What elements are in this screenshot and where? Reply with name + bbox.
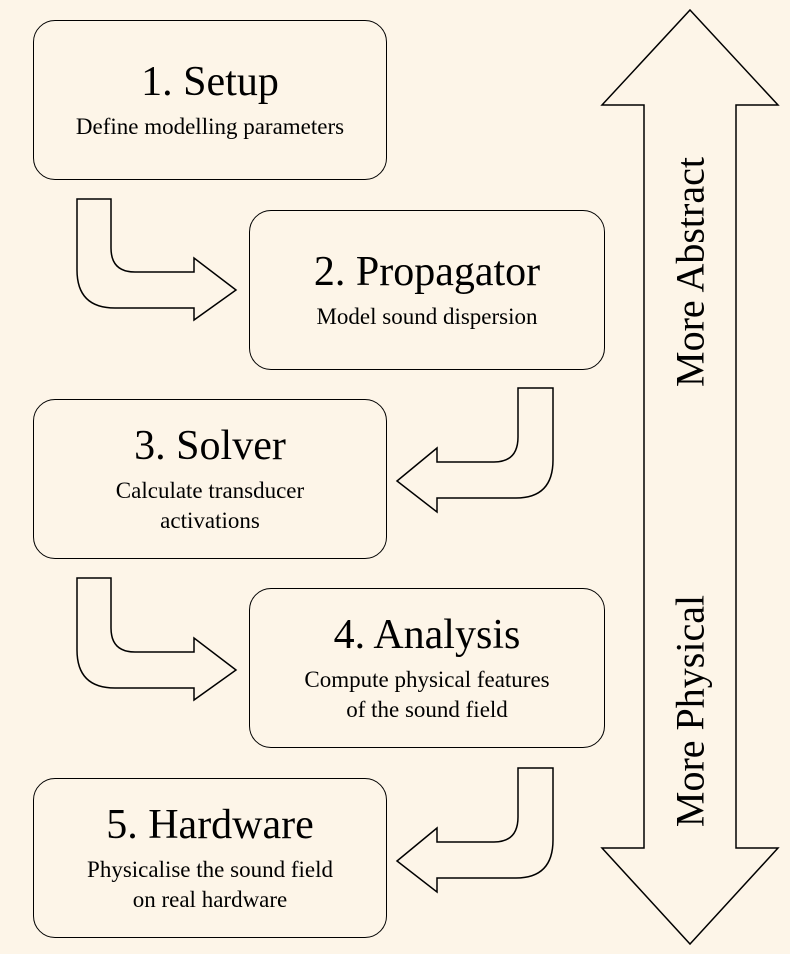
- step-hardware: 5. Hardware Physicalise the sound field …: [33, 778, 387, 938]
- axis-label-abstract: More Abstract: [667, 157, 713, 387]
- step-propagator-title: 2. Propagator: [313, 248, 541, 295]
- step-solver-title: 3. Solver: [134, 422, 286, 469]
- step-analysis-desc: Compute physical features of the sound f…: [304, 665, 549, 725]
- step-solver: 3. Solver Calculate transducer activatio…: [33, 399, 387, 559]
- step-setup-desc-line: Define modelling parameters: [75, 114, 345, 140]
- step-hardware-title: 5. Hardware: [106, 801, 314, 848]
- step-propagator-desc: Model sound dispersion: [316, 302, 537, 332]
- step-setup-desc: Define modelling parameters: [76, 112, 344, 142]
- connector-arrow-1-2: [76, 198, 238, 322]
- step-hardware-desc-line: Physicalise the sound field: [87, 857, 333, 883]
- connector-arrow-2-3: [395, 387, 554, 514]
- step-hardware-desc: Physicalise the sound field on real hard…: [87, 855, 333, 915]
- step-analysis-title: 4. Analysis: [333, 611, 521, 658]
- step-setup-title: 1. Setup: [141, 58, 279, 105]
- step-analysis: 4. Analysis Compute physical features of…: [249, 588, 605, 748]
- step-solver-desc-line: activations: [160, 508, 260, 534]
- step-solver-desc: Calculate transducer activations: [116, 476, 304, 536]
- step-setup: 1. Setup Define modelling parameters: [33, 20, 387, 180]
- axis-label-physical: More Physical: [667, 594, 713, 828]
- step-propagator: 2. Propagator Model sound dispersion: [249, 210, 605, 370]
- step-propagator-desc-line: Model sound dispersion: [316, 304, 538, 330]
- step-analysis-desc-line: Compute physical features: [304, 667, 550, 693]
- step-analysis-desc-line: of the sound field: [346, 697, 508, 723]
- abstraction-double-arrow: [600, 8, 780, 946]
- connector-arrow-4-5: [395, 767, 554, 894]
- connector-arrow-3-4: [76, 577, 238, 702]
- step-solver-desc-line: Calculate transducer: [115, 478, 305, 504]
- step-hardware-desc-line: on real hardware: [132, 887, 288, 913]
